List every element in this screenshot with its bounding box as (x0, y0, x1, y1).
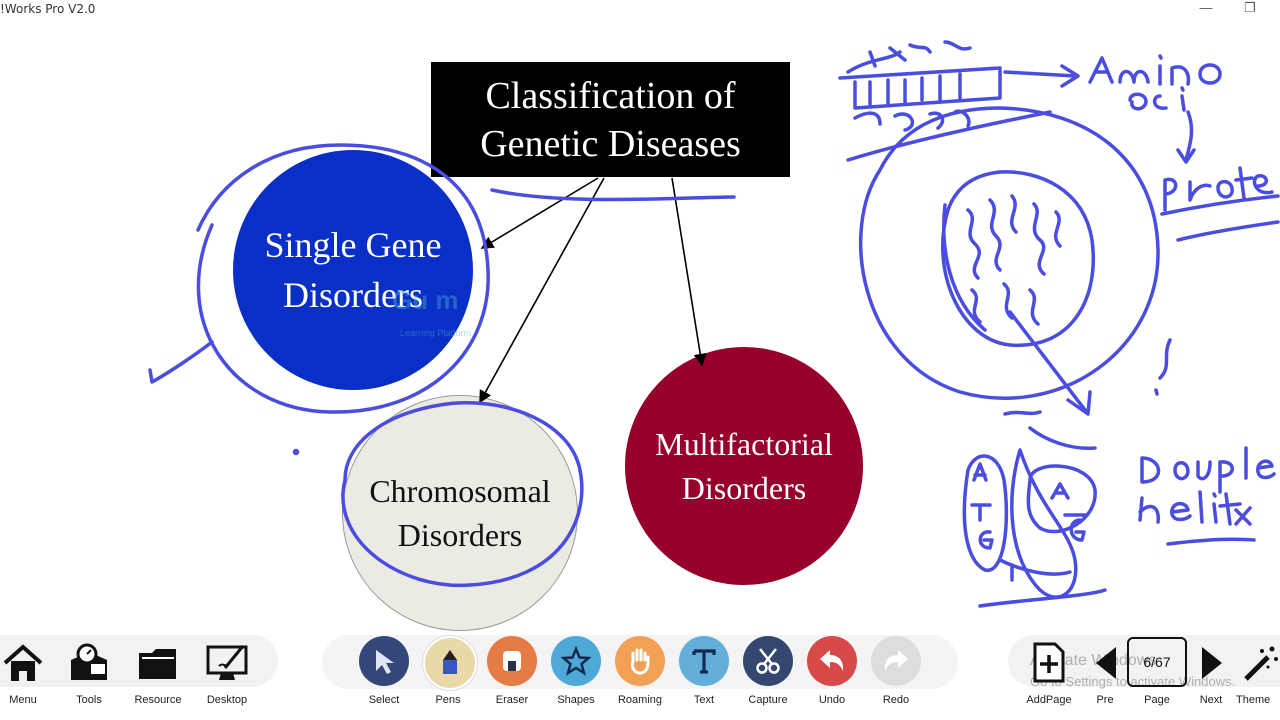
undo-icon (807, 636, 857, 686)
redo-label: Redo (882, 694, 910, 706)
pens-label: Pens (435, 694, 461, 706)
app-title: !Works Pro V2.0 (0, 2, 96, 16)
next-page-label: Next (1199, 694, 1223, 706)
multifactorial-circle: Multifactorial Disorders (625, 347, 863, 585)
desktop-label: Desktop (206, 694, 248, 706)
watermark-logo: Gu m (392, 285, 459, 315)
undo-label: Undo (818, 694, 846, 706)
resource-label: Resource (134, 694, 182, 706)
menu-button[interactable]: Menu (0, 638, 46, 706)
star-icon (551, 636, 601, 686)
watermark-subtitle: Learning Platform (400, 328, 472, 338)
single-gene-circle: Single Gene Disorders (233, 150, 473, 390)
triangle-right-icon (1188, 638, 1234, 688)
pen-strokes (148, 40, 1280, 608)
cursor-icon (359, 636, 409, 686)
eraser-label: Eraser (495, 694, 529, 706)
scissors-icon (743, 636, 793, 686)
folder-icon (135, 638, 181, 688)
resource-button[interactable]: Resource (134, 638, 182, 706)
bottom-toolbar: Menu Tools Resource Desktop Select Pens (0, 632, 1280, 720)
annotation-layer (148, 40, 1280, 608)
restore-button[interactable]: ❐ (1244, 0, 1256, 15)
home-icon (0, 638, 46, 688)
connector-arrows (479, 177, 707, 404)
slide-title: Classification of Genetic Diseases (431, 62, 790, 177)
hand-icon (615, 636, 665, 686)
chromosomal-circle: Chromosomal Disorders (342, 395, 578, 631)
minimize-button[interactable]: — (1199, 0, 1213, 15)
pen-icon (423, 636, 477, 690)
next-page-button[interactable]: Next (1188, 638, 1234, 706)
tools-label: Tools (76, 694, 102, 706)
tools-icon (66, 638, 112, 688)
capture-label: Capture (748, 694, 788, 706)
desktop-icon (204, 638, 250, 688)
desktop-button[interactable]: Desktop (204, 638, 250, 706)
magic-wand-icon (1240, 638, 1280, 688)
tools-button[interactable]: Tools (66, 638, 112, 706)
add-page-button[interactable]: AddPage (1026, 638, 1072, 706)
redo-icon (871, 636, 921, 686)
add-page-label: AddPage (1026, 694, 1072, 706)
title-bar: !Works Pro V2.0 — ❐ (0, 0, 1280, 20)
roaming-label: Roaming (617, 694, 663, 706)
page-indicator[interactable]: 6/67 (1127, 637, 1187, 687)
select-label: Select (368, 694, 400, 706)
text-label: Text (693, 694, 715, 706)
text-icon (679, 636, 729, 686)
eraser-icon (487, 636, 537, 686)
previous-page-button[interactable]: Pre (1082, 638, 1128, 706)
theme-button[interactable]: Theme (1236, 638, 1280, 706)
triangle-left-icon (1082, 638, 1128, 688)
page-label: Page (1144, 694, 1170, 706)
previous-page-label: Pre (1096, 694, 1114, 706)
theme-label: Theme (1236, 694, 1271, 706)
page-number: 6/67 (1143, 654, 1171, 670)
add-page-icon (1026, 638, 1072, 688)
shapes-label: Shapes (557, 694, 595, 706)
menu-label: Menu (9, 694, 37, 706)
